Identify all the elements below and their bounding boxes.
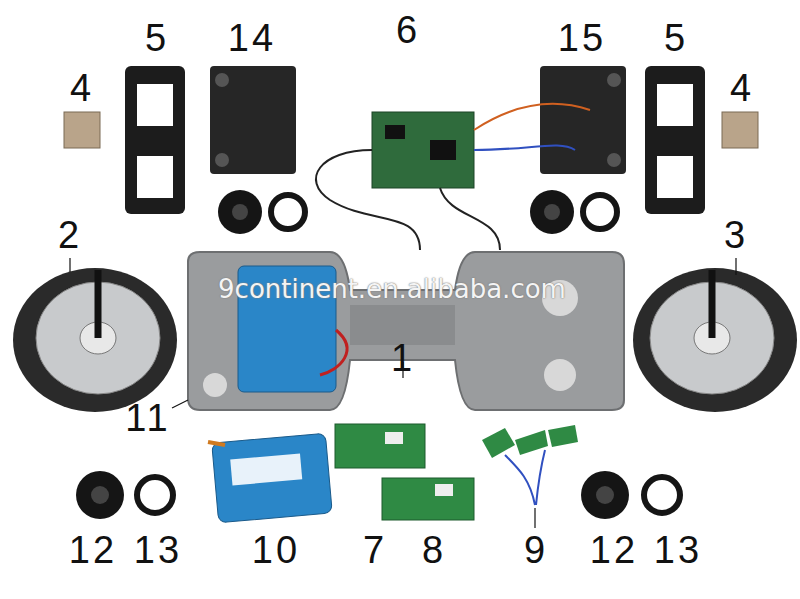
- callout-number: 15: [558, 18, 606, 58]
- callout-number: 5: [664, 18, 688, 58]
- foot-frame: [125, 66, 705, 214]
- callout-number: 12: [590, 530, 638, 570]
- callout-number: 11: [125, 398, 170, 438]
- callout-number: 4: [730, 68, 754, 108]
- callout-number: 7: [363, 530, 387, 570]
- callout-number: 10: [252, 530, 300, 570]
- callout-number: 5: [145, 18, 169, 58]
- callout-number: 6: [396, 10, 420, 50]
- mount-plate: [722, 112, 758, 148]
- callout-number: 2: [58, 215, 82, 255]
- battery-pack: [208, 433, 332, 523]
- bearing-disc: [218, 190, 617, 234]
- chassis-frame: [188, 252, 624, 410]
- callout-number: 3: [724, 215, 748, 255]
- main-board: [316, 104, 590, 250]
- bearing-disc: [76, 471, 680, 519]
- wheel-motor: [13, 268, 797, 412]
- callout-number: 13: [654, 530, 702, 570]
- callout-number: 1: [391, 338, 415, 378]
- gyro-board: [335, 424, 474, 520]
- sensor-board: [482, 425, 578, 505]
- callout-number: 14: [228, 18, 276, 58]
- mount-plate: [64, 112, 100, 148]
- callout-number: 13: [134, 530, 182, 570]
- callout-number: 8: [422, 530, 446, 570]
- callout-number: 9: [524, 530, 548, 570]
- callout-number: 4: [70, 68, 94, 108]
- leader-line: [70, 258, 736, 528]
- callout-number: 12: [69, 530, 117, 570]
- watermark: 9continent.en.alibaba.com: [218, 274, 566, 304]
